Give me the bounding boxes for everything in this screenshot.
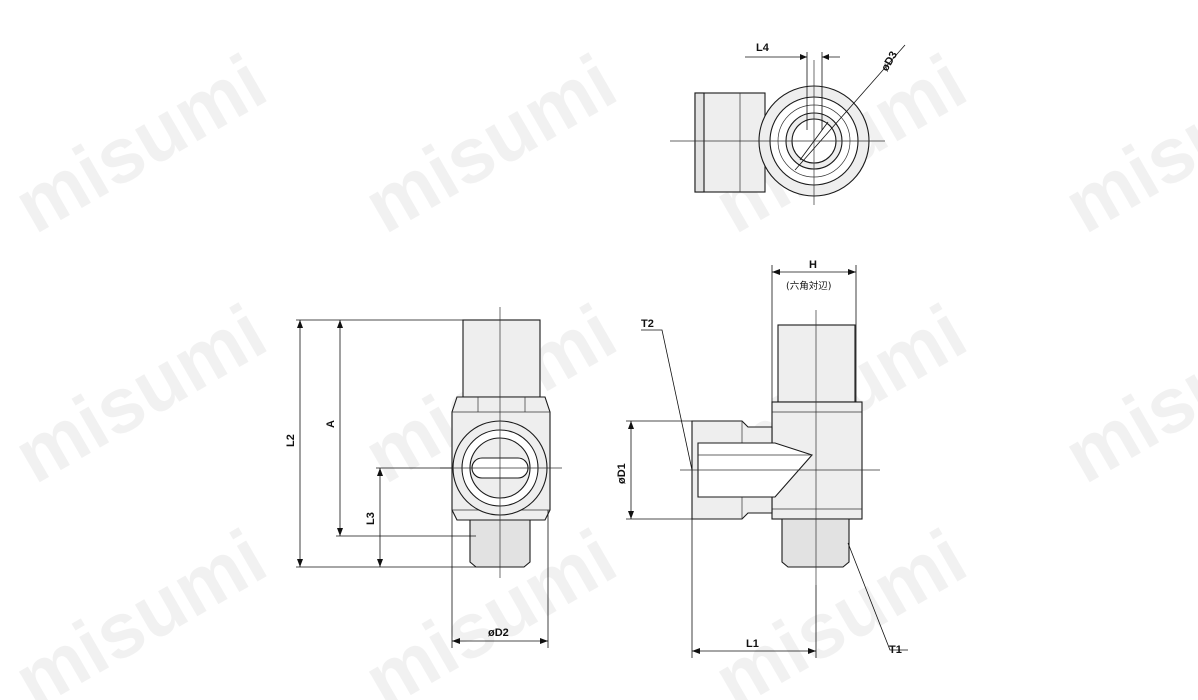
watermark: misumi: [1050, 287, 1198, 500]
front-view: [440, 307, 562, 578]
side-view-top-stem: [777, 324, 856, 403]
top-view: [670, 44, 906, 205]
front-view-top-stem: [462, 319, 541, 398]
watermark: misumi: [0, 37, 280, 250]
dim-label-l3: L3: [365, 512, 377, 525]
watermark: misumi: [350, 37, 630, 250]
watermark: misumi: [0, 512, 280, 700]
dim-note-hex-across-flats: (六角対辺): [786, 280, 831, 292]
front-view-dimensions: [296, 319, 549, 648]
watermark-layer: misumi misumi misumi misumi misumi misum…: [0, 37, 1198, 700]
top-view-body: [694, 92, 766, 193]
side-view-dimensions: [626, 265, 908, 658]
dim-label-a: A: [325, 420, 337, 428]
leader-label-t1: T1: [889, 644, 902, 656]
dim-label-l2: L2: [285, 434, 297, 447]
dim-label-d2: øD2: [488, 627, 509, 639]
side-view-bottom-thread: [781, 518, 850, 568]
watermark: misumi: [0, 287, 280, 500]
watermark: misumi: [1050, 37, 1198, 250]
dim-label-h: H: [809, 259, 817, 271]
dim-label-d1: øD1: [616, 463, 628, 484]
dim-label-l4: L4: [756, 42, 770, 54]
dim-label-l1: L1: [746, 638, 759, 650]
top-view-thread-end: [694, 92, 705, 193]
leader-label-t2: T2: [641, 318, 654, 330]
side-view: [680, 310, 880, 585]
